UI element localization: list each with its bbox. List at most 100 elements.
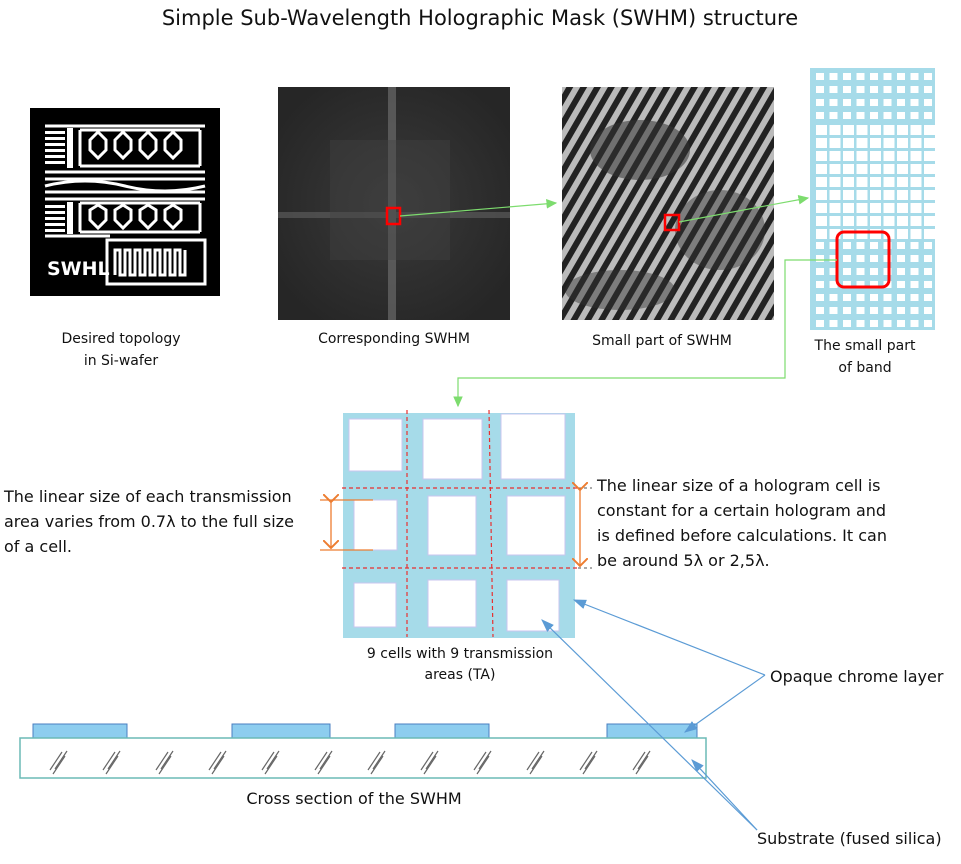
band-cell: [829, 125, 841, 135]
band-cell: [856, 242, 865, 249]
band-cell: [856, 99, 865, 106]
callout-arrows: [541, 599, 766, 831]
band-cell: [897, 281, 905, 288]
band-cell: [910, 203, 922, 213]
band-cell: [843, 164, 854, 174]
band-cell: [870, 242, 878, 249]
band-cell: [816, 151, 827, 161]
band-cell: [910, 125, 922, 135]
band-cell: [910, 255, 919, 262]
band-cell: [924, 255, 932, 262]
band-cell: [910, 216, 922, 226]
band-cell: [829, 216, 841, 226]
band-cell: [829, 190, 841, 200]
hatch-mark: [155, 751, 169, 771]
topology-label-2: in Si-wafer: [84, 353, 159, 369]
band-cell: [924, 73, 932, 80]
hatch-mark: [425, 750, 439, 770]
hatch-mark: [319, 750, 333, 770]
page-title: Simple Sub-Wavelength Holographic Mask (…: [162, 6, 798, 30]
band-cell: [856, 112, 865, 119]
chrome-callout: Opaque chrome layer: [770, 667, 944, 686]
band-cell: [829, 151, 841, 161]
band-cell: [924, 268, 932, 275]
right-note: The linear size of a hologram cell is co…: [596, 476, 887, 570]
band-cell: [856, 151, 868, 161]
hatch-mark: [54, 750, 68, 770]
band-cell: [816, 138, 827, 148]
band-cell: [883, 229, 895, 239]
right-note-line: The linear size of a hologram cell is: [596, 476, 880, 495]
band-cell: [910, 268, 919, 275]
band-cell: [843, 190, 854, 200]
band-cell: [924, 294, 932, 301]
dimension-markers: [320, 490, 580, 566]
band-cell: [870, 99, 878, 106]
band-cell: [910, 86, 919, 93]
band-cell: [843, 125, 854, 135]
band-cell: [843, 99, 851, 106]
band-cell: [856, 138, 868, 148]
band-cell: [856, 320, 865, 327]
band-cell: [897, 164, 908, 174]
hatch-mark: [531, 750, 545, 770]
band-cell: [843, 216, 854, 226]
band-cell: [924, 190, 935, 200]
hatch-mark: [473, 751, 487, 771]
left-note: The linear size of each transmission are…: [3, 487, 294, 556]
hatch-mark: [478, 750, 492, 770]
band-cell: [816, 190, 827, 200]
band-cell: [816, 242, 824, 249]
band-cell: [843, 255, 851, 262]
hatch-mark: [632, 751, 646, 771]
band-cell: [816, 268, 824, 275]
band-cell: [897, 73, 905, 80]
band-cell: [924, 177, 935, 187]
band-cell: [856, 229, 868, 239]
right-note-line: be around 5λ or 2,5λ.: [597, 551, 770, 570]
hatch-mark: [420, 751, 434, 771]
band-cell: [829, 164, 841, 174]
band-cell: [883, 320, 892, 327]
band-cell: [910, 242, 919, 249]
band-cell: [870, 164, 881, 174]
hatch-mark: [367, 751, 381, 771]
small-part-label: Small part of SWHM: [592, 333, 732, 349]
band-cell: [883, 203, 895, 213]
band-cell: [910, 112, 919, 119]
band-cell: [816, 203, 827, 213]
band-cell: [816, 73, 824, 80]
band-cell: [910, 138, 922, 148]
cells-caption-1: 9 cells with 9 transmission: [367, 646, 553, 662]
band-cell: [883, 99, 892, 106]
band-cell: [897, 203, 908, 213]
topology-label-1: Desired topology: [61, 331, 180, 347]
band-cell: [910, 190, 922, 200]
band-cell: [843, 203, 854, 213]
band-cell: [924, 86, 932, 93]
band-cell: [829, 86, 838, 93]
hatch-mark: [314, 751, 328, 771]
substrate-callout: Substrate (fused silica): [757, 829, 942, 848]
band-cell: [829, 242, 838, 249]
hatch-mark: [579, 751, 593, 771]
band-cell: [816, 164, 827, 174]
band-cell: [883, 112, 892, 119]
band-cell: [870, 216, 881, 226]
hatch-mark: [526, 751, 540, 771]
band-cell: [843, 86, 851, 93]
band-cell: [829, 229, 841, 239]
band-cell: [856, 177, 868, 187]
band-cell: [856, 73, 865, 80]
band-cell: [816, 229, 827, 239]
band-cell: [843, 73, 851, 80]
topology-image: SWHL: [30, 108, 220, 296]
band-cell: [924, 151, 935, 161]
band-cell: [870, 190, 881, 200]
nine-cell-grid: [342, 409, 592, 638]
hatch-mark: [107, 750, 121, 770]
band-cell: [870, 268, 878, 275]
band-cell: [897, 125, 908, 135]
zoom-arrows: [399, 195, 837, 408]
band-cell: [856, 125, 868, 135]
